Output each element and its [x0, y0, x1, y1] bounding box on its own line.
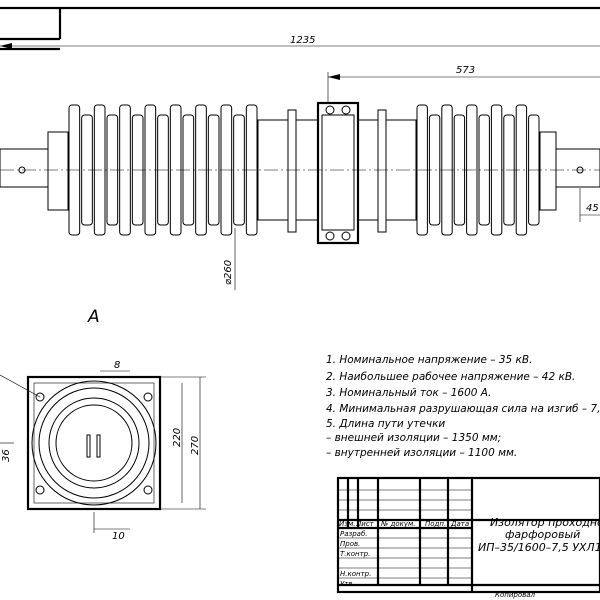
shed [490, 104, 503, 236]
center-flange [295, 101, 379, 245]
right-shed-group [416, 104, 540, 236]
left-shed-group [68, 104, 258, 236]
title-line-1: Изолятор проходной [490, 516, 600, 529]
view-a-dimensions: 8 220 270 10 36 [0, 360, 206, 542]
copied-label: Копировал [495, 591, 536, 599]
shed [68, 104, 81, 236]
dim-270-text: 270 [190, 436, 201, 455]
note-6: – внешней изоляции – 1350 мм; [326, 432, 501, 444]
dimension-half-length: 573 [327, 65, 600, 104]
shed [207, 114, 220, 226]
col-date: Дата [450, 520, 469, 528]
shed [144, 104, 157, 236]
shed [131, 114, 144, 226]
note-5: 5. Длина пути утечки [326, 418, 445, 430]
shed [466, 104, 478, 236]
dimension-shed-diameter: ⌀260 [223, 228, 236, 290]
shed [81, 114, 93, 226]
dim-573-text: 573 [456, 65, 475, 76]
shed [478, 114, 490, 226]
dim-260-text: ⌀260 [223, 260, 234, 285]
dim-1235-text: 1235 [290, 35, 315, 46]
shed [453, 114, 466, 226]
shed [182, 114, 195, 226]
col-doc: № докум. [380, 520, 416, 528]
note-4: 4. Минимальная разрушающая сила на изгиб… [326, 403, 600, 415]
shed [416, 104, 428, 236]
title-block: Изм. Лист № докум. Подп. Дата Разраб. Пр… [336, 476, 600, 599]
shed [195, 104, 207, 236]
shed [220, 104, 233, 236]
note-1: 1. Номинальное напряжение – 35 кВ. [326, 354, 532, 366]
shed [157, 114, 169, 226]
title-line-3: ИП–35/1600–7,5 УХЛ1 [478, 541, 600, 554]
row-nkontr: Н.контр. [340, 570, 371, 578]
dim-36-text: 36 [1, 449, 12, 462]
right-rod [555, 148, 600, 188]
row-utv: Утв. [340, 580, 355, 588]
drawing-frame [0, 6, 600, 51]
technical-notes: 1. Номинальное напряжение – 35 кВ. 2. На… [326, 354, 600, 459]
col-izm: Изм. [339, 520, 355, 528]
col-sign: Подп. [425, 520, 446, 528]
shed [428, 114, 441, 226]
shed [503, 114, 515, 226]
shed [441, 104, 453, 236]
dim-45-text: 45 [586, 203, 599, 214]
row-tkontr: Т.контр. [340, 550, 370, 558]
left-rod [0, 148, 49, 188]
shed [119, 104, 131, 236]
note-3: 3. Номинальный ток – 1600 А. [326, 387, 491, 399]
view-label-a: A [87, 307, 100, 327]
dimension-end-offset: 45 [579, 188, 600, 222]
view-a-flange [0, 374, 162, 511]
shed [245, 104, 258, 236]
right-porcelain-body [377, 109, 557, 233]
dim-10-text: 10 [112, 531, 125, 542]
title-line-2: фарфоровый [505, 528, 580, 541]
note-2: 2. Наибольшее рабочее напряжение – 42 кВ… [326, 371, 575, 383]
shed [515, 104, 528, 236]
left-porcelain-body [47, 109, 297, 233]
shed [233, 114, 245, 226]
shed [93, 104, 106, 236]
dim-8-text: 8 [114, 360, 120, 371]
row-prov: Пров. [340, 540, 360, 548]
dimension-overall-length: 1235 [0, 35, 600, 49]
note-7: – внутренней изоляции – 1100 мм. [326, 447, 517, 459]
shed [106, 114, 119, 226]
row-razrab: Разраб. [340, 530, 368, 538]
shed [528, 114, 540, 226]
dim-220-text: 220 [172, 428, 183, 447]
col-list: Лист [355, 520, 375, 528]
shed [169, 104, 182, 236]
